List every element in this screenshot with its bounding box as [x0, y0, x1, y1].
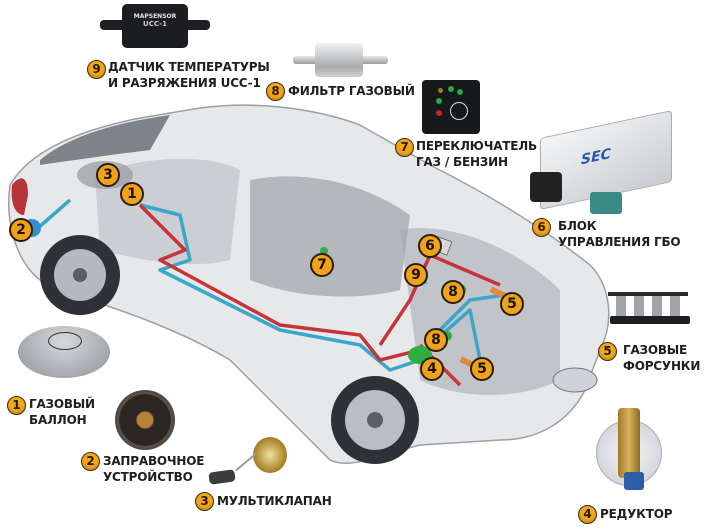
car-marker-5b: 5 [470, 357, 494, 381]
filler-image [115, 390, 175, 450]
label-injectors: ГАЗОВЫЕ ФОРСУНКИ [623, 342, 700, 374]
car-marker-6: 6 [418, 234, 442, 258]
engine-bay [400, 228, 560, 395]
car-marker-4: 4 [420, 357, 444, 381]
label-line: ФИЛЬТР ГАЗОВЫЙ [288, 84, 415, 98]
badge-2: 2 [81, 452, 100, 471]
label-line: И РАЗРЯЖЕНИЯ UCC-1 [108, 76, 261, 90]
label-line: ФОРСУНКИ [623, 359, 701, 373]
label-map-sensor: ДАТЧИК ТЕМПЕРАТУРЫ И РАЗРЯЖЕНИЯ UCC-1 [108, 59, 270, 91]
reducer-image [590, 400, 670, 500]
gas-tank-image [18, 320, 110, 382]
label-gas-tank: ГАЗОВЫЙ БАЛЛОН [29, 396, 95, 428]
ecu-brand: SEC [581, 145, 611, 169]
badge-3: 3 [195, 492, 214, 511]
windshield [250, 176, 410, 297]
ecu-image: SEC [530, 109, 680, 220]
label-line: УПРАВЛЕНИЯ ГБО [558, 235, 681, 249]
badge-1: 1 [7, 396, 26, 415]
badge-5: 5 [598, 342, 617, 361]
label-ecu: БЛОК УПРАВЛЕНИЯ ГБО [558, 218, 681, 250]
injector-rail-image [604, 288, 690, 328]
car-marker-8b: 8 [424, 328, 448, 352]
label-line: МУЛЬТИКЛАПАН [217, 494, 332, 508]
gas-switch-image [422, 80, 480, 134]
badge-8: 8 [266, 82, 285, 101]
label-line: РЕДУКТОР [600, 507, 673, 521]
label-line: ПЕРЕКЛЮЧАТЕЛЬ [416, 139, 537, 153]
car-marker-2: 2 [9, 218, 33, 242]
map-sensor-model: UCC-1 [143, 20, 167, 28]
label-line: ГАЗОВЫЕ [623, 343, 688, 357]
car-marker-3: 3 [96, 163, 120, 187]
car-marker-1: 1 [120, 182, 144, 206]
rear-window [40, 115, 170, 165]
tail-light [11, 178, 28, 215]
map-sensor-image: MAPSENSOR UCC-1 [100, 2, 210, 50]
label-multivalve: МУЛЬТИКЛАПАН [217, 493, 332, 509]
label-line: УСТРОЙСТВО [103, 470, 193, 484]
car-marker-9: 9 [404, 263, 428, 287]
badge-4: 4 [578, 505, 597, 524]
badge-9: 9 [87, 60, 106, 79]
label-line: ДАТЧИК ТЕМПЕРАТУРЫ [108, 60, 270, 74]
multivalve-image [205, 435, 295, 490]
label-line: БАЛЛОН [29, 413, 87, 427]
headlight [552, 367, 598, 393]
car-marker-5a: 5 [500, 292, 524, 316]
label-line: ГАЗОВЫЙ [29, 397, 95, 411]
car-marker-8a: 8 [441, 280, 465, 304]
label-line: ГАЗ / БЕНЗИН [416, 155, 508, 169]
label-reducer: РЕДУКТОР [600, 506, 673, 522]
gas-filter-image [293, 40, 388, 80]
label-filler: ЗАПРАВОЧНОЕ УСТРОЙСТВО [103, 453, 204, 485]
badge-7: 7 [395, 138, 414, 157]
front-wheel [331, 376, 419, 464]
map-sensor-brand: MAPSENSOR [133, 13, 177, 20]
electric-line [138, 203, 501, 387]
label-line: ЗАПРАВОЧНОЕ [103, 454, 205, 468]
car-marker-7: 7 [310, 253, 334, 277]
label-gas-filter: ФИЛЬТР ГАЗОВЫЙ [288, 83, 415, 99]
label-gas-switch: ПЕРЕКЛЮЧАТЕЛЬ ГАЗ / БЕНЗИН [416, 138, 537, 170]
badge-6: 6 [532, 218, 551, 237]
label-line: БЛОК [558, 219, 597, 233]
rear-wheel [40, 235, 120, 315]
